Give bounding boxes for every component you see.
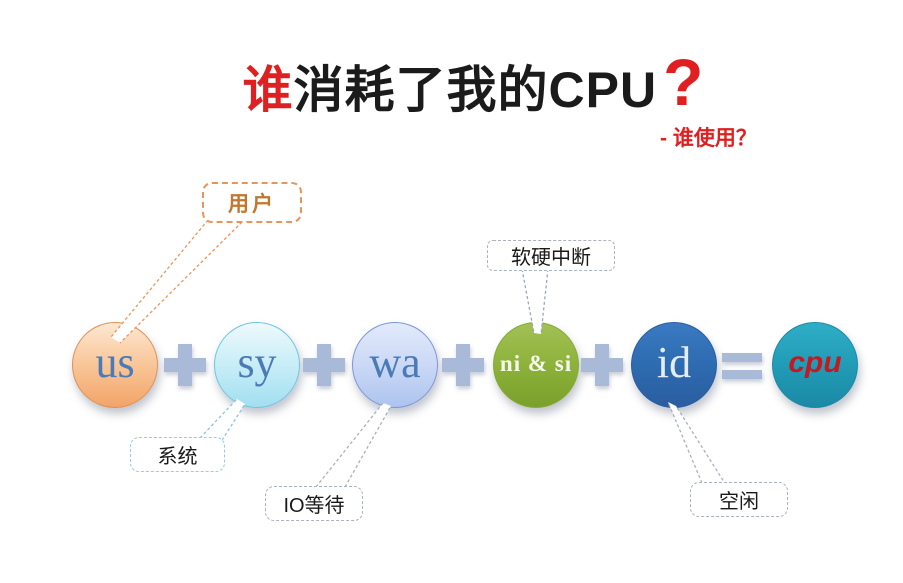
node-cpu-label: cpu	[788, 346, 842, 379]
node-wa: wa	[352, 322, 438, 408]
title-main: 消耗了我的CPU	[293, 62, 658, 118]
connector-idle	[667, 401, 727, 486]
title-question-mark: ?	[663, 45, 705, 119]
node-ni-si: ni & si	[493, 322, 579, 408]
node-sy: sy	[214, 322, 300, 408]
node-us-label: us	[95, 337, 135, 387]
node-wa-label: wa	[369, 337, 421, 387]
callout-user-label: 用户	[228, 192, 276, 216]
node-cpu: cpu	[772, 322, 858, 408]
plus-icon	[581, 344, 623, 386]
callout-iowait: IO等待	[265, 486, 363, 521]
callout-idle: 空闲	[690, 482, 788, 517]
plus-icon	[303, 344, 345, 386]
callout-system: 系统	[130, 437, 225, 472]
connector-iowait	[315, 402, 392, 488]
callout-idle-label: 空闲	[719, 491, 759, 513]
node-id-label: id	[656, 337, 692, 387]
node-us: us	[72, 322, 158, 408]
title-highlight: 谁	[242, 62, 294, 118]
plus-icon	[442, 344, 484, 386]
plus-icon	[164, 344, 206, 386]
callout-interrupt: 软硬中断	[487, 240, 615, 271]
subtitle: - 谁使用？	[660, 127, 757, 150]
node-id: id	[631, 322, 717, 408]
callout-iowait-label: IO等待	[283, 495, 345, 517]
page-title: 谁消耗了我的CPU?	[0, 45, 903, 121]
node-sy-label: sy	[237, 337, 277, 387]
callout-interrupt-label: 软硬中断	[511, 247, 591, 269]
node-ni-si-label: ni & si	[499, 351, 573, 376]
equals-icon	[722, 353, 762, 379]
callout-user: 用户	[202, 182, 302, 223]
callout-system-label: 系统	[157, 446, 198, 468]
